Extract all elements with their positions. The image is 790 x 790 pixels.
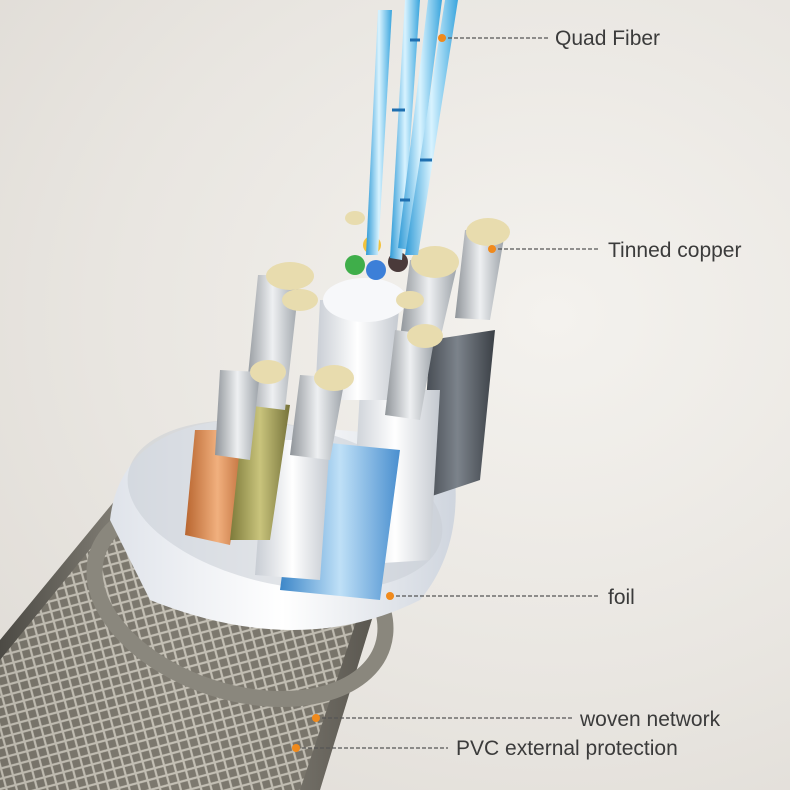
- tinned-copper-label: Tinned copper: [608, 239, 742, 262]
- woven-network-label: woven network: [580, 708, 721, 731]
- inner-conductors: [185, 211, 510, 600]
- callout-foil: [386, 592, 600, 600]
- pvc-external-protection-label: PVC external protection: [456, 737, 678, 760]
- callout-tinned-copper: [488, 245, 600, 253]
- callout-woven-network: [312, 714, 573, 722]
- callout-quad-fiber: [438, 34, 548, 42]
- quad-fiber-strands: [366, 0, 458, 260]
- foil-label: foil: [608, 586, 635, 609]
- callout-pvc: [292, 744, 448, 752]
- quad-fiber-label: Quad Fiber: [555, 27, 661, 50]
